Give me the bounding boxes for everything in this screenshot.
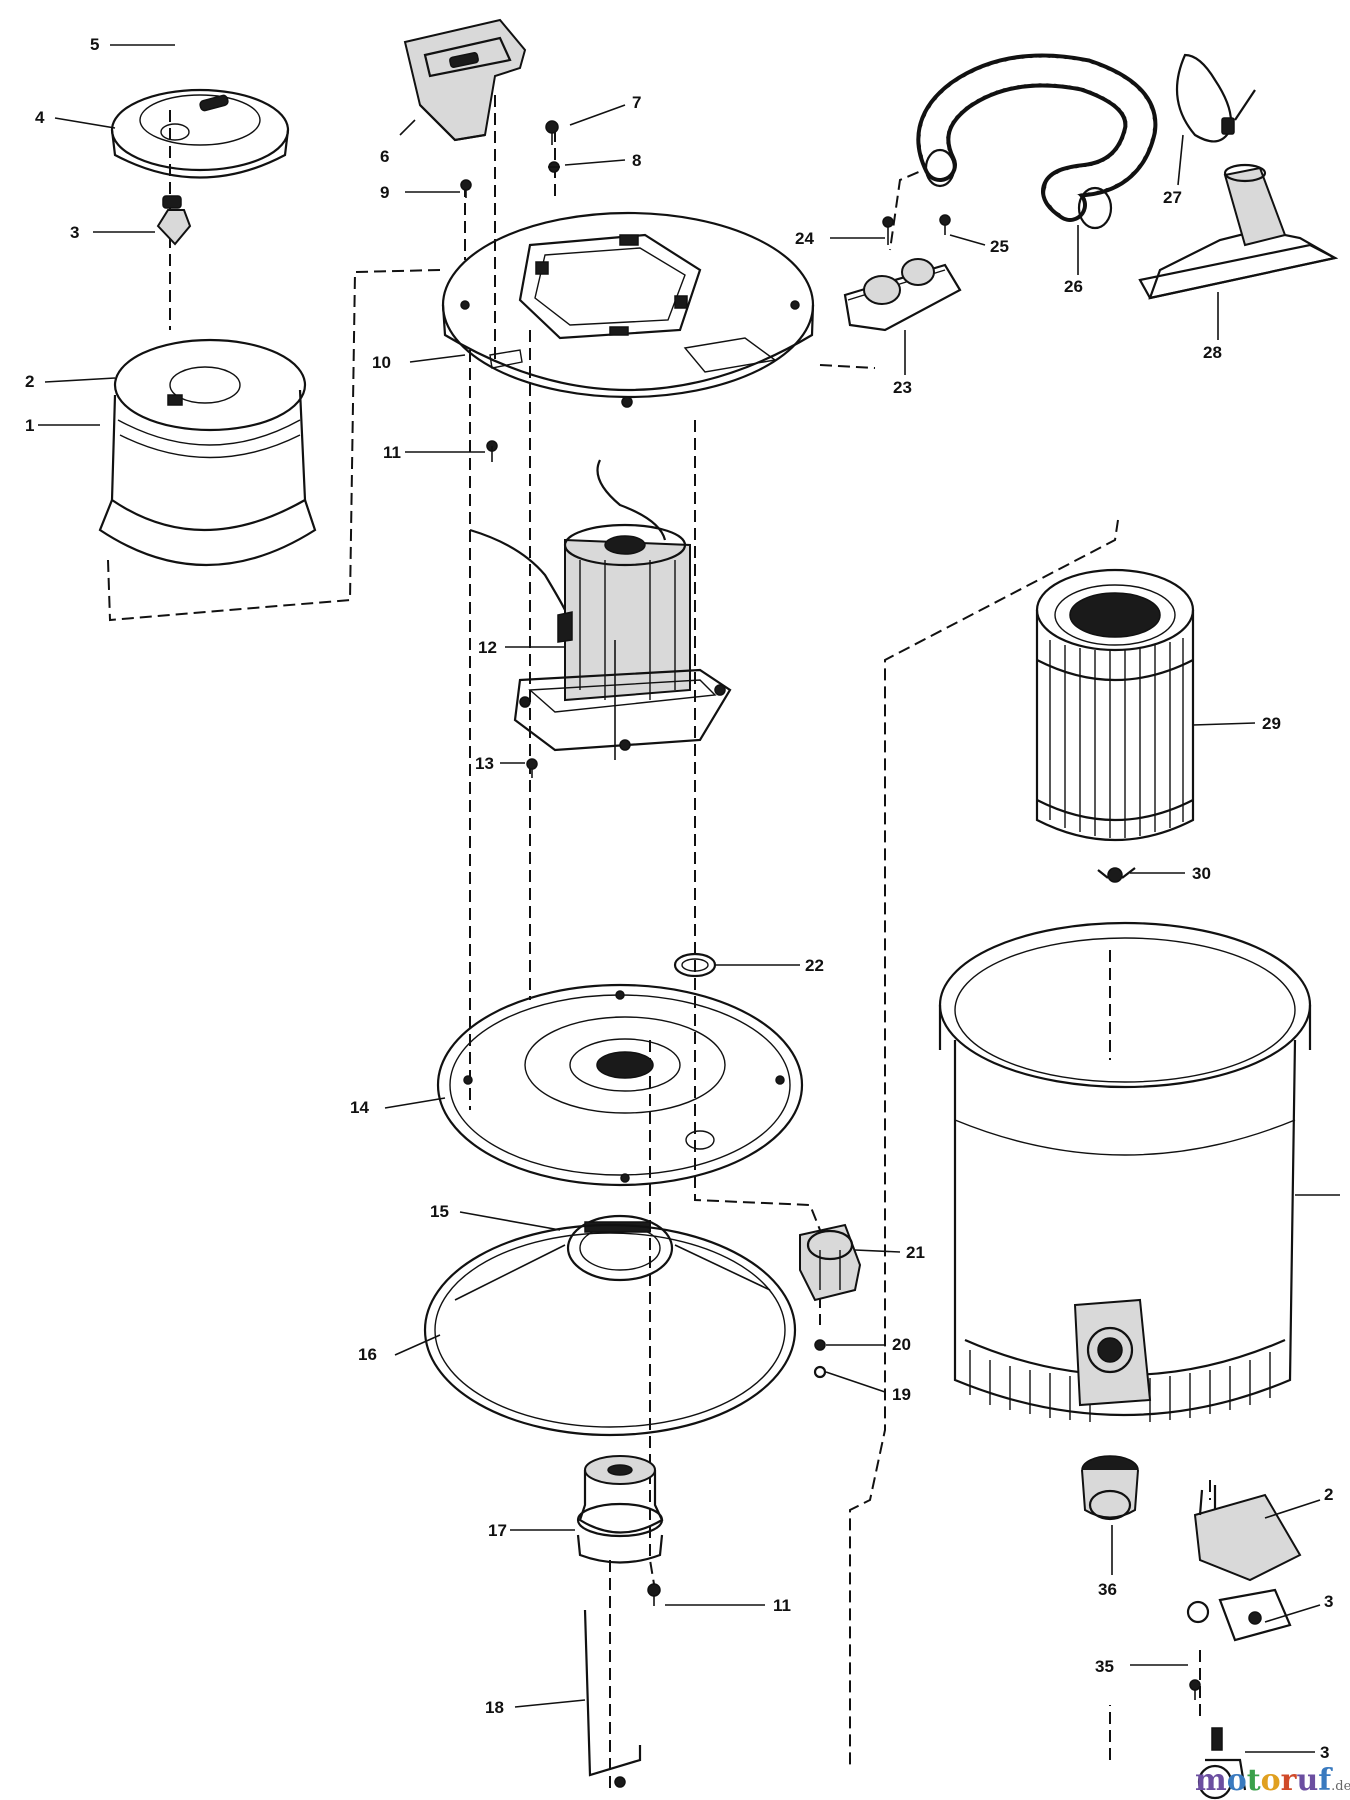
callout-2-right: 2 (1324, 1485, 1333, 1504)
part-28-nozzle (1138, 163, 1339, 300)
callout-leader-lines (38, 44, 1321, 1753)
caster-bracket (1186, 1485, 1302, 1800)
callout-27: 27 (1163, 188, 1182, 207)
screws-24-25 (882, 214, 951, 245)
callout-12: 12 (478, 638, 497, 657)
assembly-guide-lines (107, 95, 1211, 1790)
part-3-knob (156, 195, 192, 246)
screw-11-lower (647, 1583, 661, 1606)
callout-22: 22 (805, 956, 824, 975)
callout-11-lower: 11 (773, 1596, 791, 1615)
callout-26: 26 (1064, 277, 1083, 296)
part-23-switch-housing (843, 258, 962, 332)
callout-3: 3 (70, 223, 79, 242)
parts-19-20-nut-washer (813, 1339, 827, 1379)
part-30-wing-nut (1097, 867, 1136, 883)
screws-7-8-9 (460, 120, 560, 198)
part-27-strap (1175, 53, 1256, 143)
callout-36: 36 (1098, 1580, 1117, 1599)
part-14-baffle-plate (436, 983, 804, 1187)
callout-35: 35 (1095, 1657, 1114, 1676)
screw-11-upper (486, 440, 498, 462)
callout-10: 10 (372, 353, 391, 372)
callout-15: 15 (430, 1202, 449, 1221)
motoruf-watermark: motoruf.de (1195, 1763, 1350, 1798)
callout-3-right-upper: 3 (1324, 1592, 1333, 1611)
callout-20: 20 (892, 1335, 911, 1354)
part-29-cartridge-filter (1035, 568, 1195, 841)
part-21-float-cage (799, 1223, 862, 1302)
callout-8: 8 (632, 151, 641, 170)
part-18-float-rod (583, 1609, 642, 1788)
callout-29: 29 (1262, 714, 1281, 733)
callout-1: 1 (25, 416, 34, 435)
part-26-hose (916, 53, 1158, 275)
callout-16: 16 (358, 1345, 377, 1364)
part-4-top-cap (110, 88, 290, 179)
callout-24: 24 (795, 229, 814, 248)
watermark-text: motoruf.de (1195, 1763, 1350, 1798)
callout-14: 14 (350, 1098, 369, 1117)
callout-17: 17 (488, 1521, 507, 1540)
callout-30: 30 (1192, 864, 1211, 883)
callout-11-upper: 11 (383, 443, 401, 462)
callout-3-right-lower: 3 (1320, 1743, 1329, 1762)
callout-6: 6 (380, 147, 389, 166)
callout-13: 13 (475, 754, 494, 773)
callout-18: 18 (485, 1698, 504, 1717)
part-12-motor (469, 459, 732, 760)
callout-28: 28 (1203, 343, 1222, 362)
part-16-large-gasket (423, 1223, 797, 1437)
callout-2: 2 (25, 372, 34, 391)
callout-numbers: 5 4 3 2 1 6 7 8 9 10 11 12 13 14 15 16 1… (25, 35, 1333, 1762)
screw-13 (526, 758, 538, 778)
callout-9: 9 (380, 183, 389, 202)
part-36-drain-plug (1081, 1455, 1139, 1521)
callout-4: 4 (35, 108, 45, 127)
part-1-2-filter-housing (98, 338, 317, 567)
callout-19: 19 (892, 1385, 911, 1404)
callout-5: 5 (90, 35, 99, 54)
part-17-float (576, 1455, 664, 1564)
part-10-motor-cover (441, 211, 815, 408)
callout-23: 23 (893, 378, 912, 397)
callout-21: 21 (906, 1243, 925, 1262)
part-6-handle (403, 18, 527, 142)
callout-25: 25 (990, 237, 1009, 256)
callout-7: 7 (632, 93, 641, 112)
drum-tank (938, 921, 1340, 1422)
